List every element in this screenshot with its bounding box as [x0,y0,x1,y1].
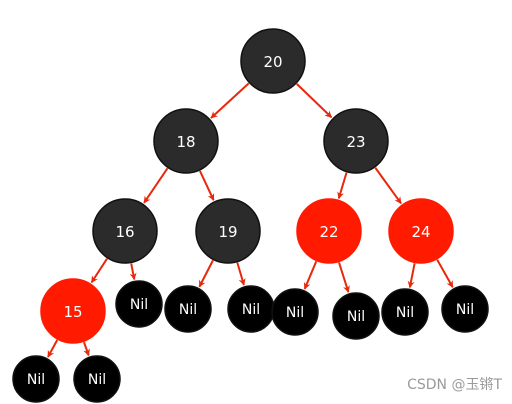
node-label: 19 [218,223,237,241]
nil-leaf-node: Nil [227,285,275,333]
nil-leaf-node: Nil [164,285,212,333]
tree-node-20: 20 [240,28,306,94]
edge-20-to-18-arrow [210,82,250,119]
black-node-circle [92,198,158,264]
edge-23-to-22-arrow [337,172,348,200]
tree-node-16: 16 [92,198,158,264]
node-label: Nil [27,372,45,388]
node-label: 18 [176,133,195,151]
watermark-text: CSDN @玉锵T [407,377,502,393]
nil-node-circle [73,355,121,403]
tree-node-19: 19 [195,198,261,264]
nil-node-circle [12,355,60,403]
tree-edges [47,82,454,358]
tree-node-24: 24 [388,198,454,264]
node-label: 20 [263,53,282,71]
edge-15-to-Nil-arrow [83,341,90,357]
node-label: 24 [411,223,430,241]
node-label: 16 [115,223,134,241]
node-label: Nil [179,302,197,318]
nil-leaf-node: Nil [73,355,121,403]
edge-24-to-Nil-arrow [407,263,416,289]
edge-16-to-15-arrow [90,258,108,284]
nil-leaf-node: Nil [115,280,163,328]
nil-leaf-node: Nil [441,285,489,333]
nil-node-circle [441,285,489,333]
nil-node-circle [115,280,163,328]
node-label: Nil [242,302,260,318]
edge-18-to-16-arrow [143,167,169,204]
node-label: Nil [456,302,474,318]
node-label: Nil [130,297,148,313]
edge-20-to-23-arrow [296,83,333,119]
edge-19-to-Nil-arrow [236,262,246,286]
node-label: Nil [88,372,106,388]
black-node-circle [240,28,306,94]
edge-22-to-Nil-arrow [338,262,350,293]
edge-23-to-24-arrow [374,167,402,205]
node-label: 23 [346,133,365,151]
node-label: Nil [286,305,304,321]
node-label: Nil [347,309,365,325]
node-label: Nil [396,305,414,321]
nil-leaf-node: Nil [381,288,429,336]
red-node-circle [40,278,106,344]
edge-18-to-19-arrow [199,170,215,201]
black-node-circle [323,108,389,174]
nil-leaf-node: Nil [12,355,60,403]
node-label: 15 [63,303,82,321]
edge-22-to-Nil-arrow [303,261,318,290]
nil-leaf-node: Nil [332,292,380,340]
black-node-circle [195,198,261,264]
tree-node-22: 22 [296,198,362,264]
edge-16-to-Nil-arrow [129,263,137,281]
nil-node-circle [164,285,212,333]
edge-24-to-Nil-arrow [436,259,454,288]
nil-leaf-node: Nil [271,288,319,336]
tree-node-18: 18 [153,108,219,174]
edge-15-to-Nil-arrow [47,339,59,358]
black-node-circle [153,108,219,174]
edge-19-to-Nil-arrow [198,259,214,288]
red-node-circle [388,198,454,264]
red-node-circle [296,198,362,264]
node-label: 22 [319,223,338,241]
tree-node-23: 23 [323,108,389,174]
nil-node-circle [381,288,429,336]
nil-node-circle [271,288,319,336]
nil-node-circle [332,292,380,340]
tree-node-15: 15 [40,278,106,344]
